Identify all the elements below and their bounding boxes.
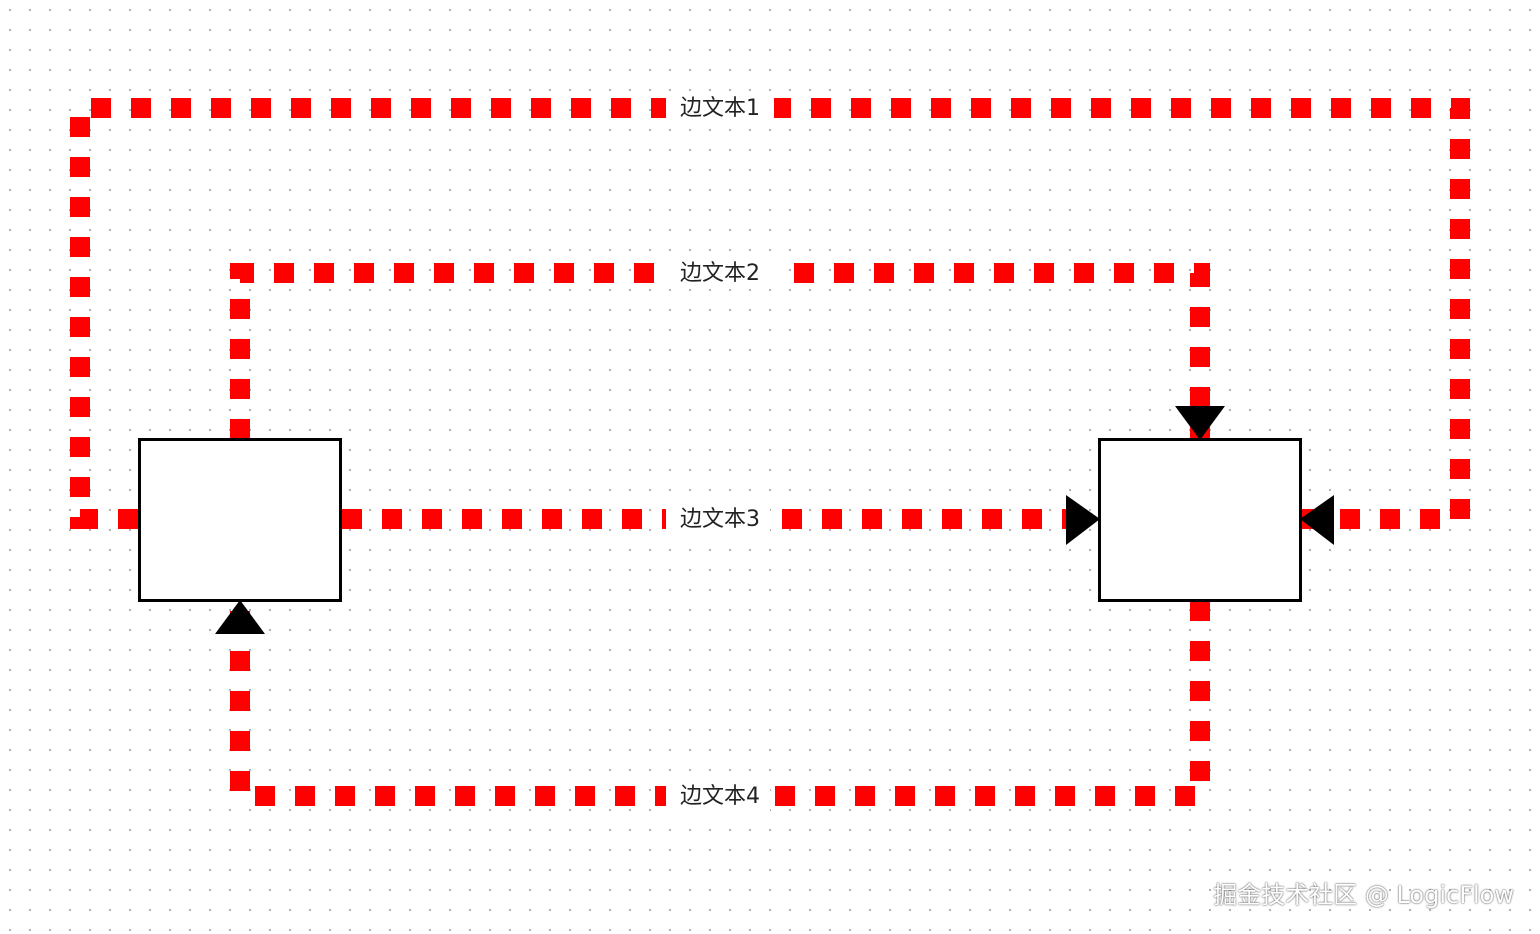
edge-4-label[interactable]: 边文本4 [680, 784, 760, 809]
edge-4-label-bg [666, 780, 770, 812]
edge-4[interactable]: 边文本4 [215, 600, 1210, 812]
edge-2-arrow-icon [1175, 406, 1225, 440]
edge-4-arrow-icon [215, 600, 265, 634]
edge-2[interactable]: 边文本2 [230, 257, 1225, 440]
node-right[interactable] [1098, 438, 1302, 602]
edge-4-path[interactable] [230, 600, 1210, 806]
edge-1-arrow-icon [1300, 495, 1334, 545]
edge-1-path[interactable] [70, 98, 1470, 529]
edge-3-arrow-icon [1066, 495, 1100, 545]
edge-2-label[interactable]: 边文本2 [680, 261, 760, 286]
edge-3-label-bg [666, 503, 770, 535]
watermark: 掘金技术社区 @ LogicFlow [1213, 881, 1514, 909]
edge-2-path[interactable] [230, 263, 1210, 439]
edge-3[interactable]: 边文本3 [342, 495, 1100, 545]
node-left[interactable] [138, 438, 342, 602]
edge-1[interactable]: 边文本1 [70, 92, 1470, 545]
edge-3-label[interactable]: 边文本3 [680, 507, 760, 532]
edge-1-label-bg [666, 92, 774, 124]
edge-1-label[interactable]: 边文本1 [680, 96, 760, 121]
edge-2-label-bg [666, 257, 774, 289]
